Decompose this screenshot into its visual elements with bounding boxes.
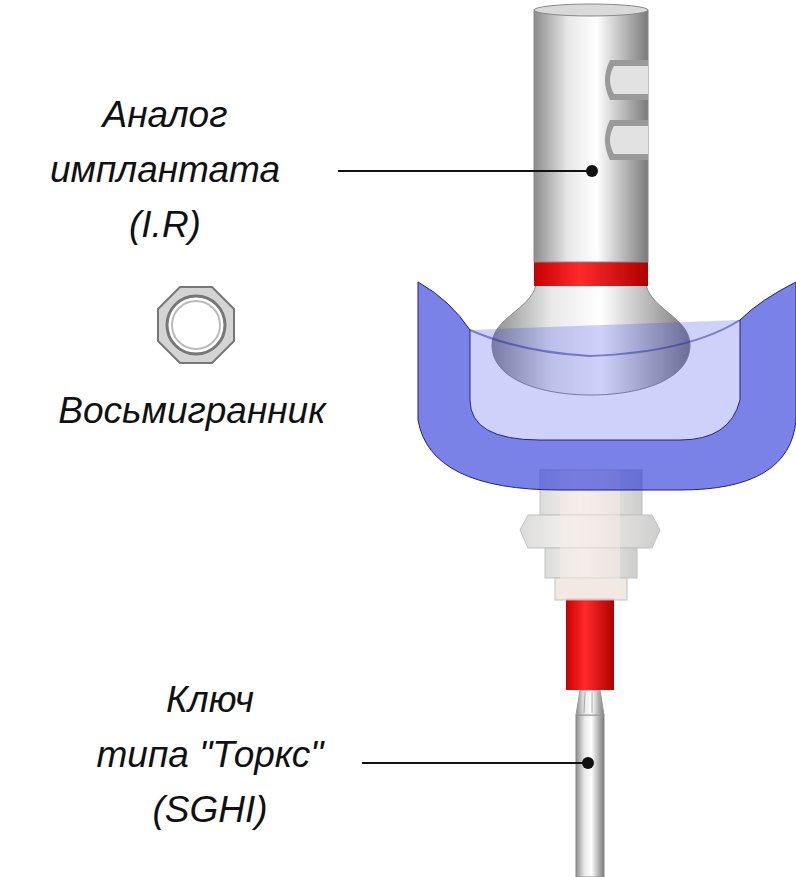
torx-key	[576, 690, 604, 877]
screw-shaft	[566, 598, 614, 690]
part-label: Ключ типа "Торкс" (SGHI)	[97, 672, 324, 837]
octagon-nut-icon	[158, 287, 234, 363]
part-label: Восьмигранник	[58, 383, 325, 438]
leader-line	[362, 757, 594, 769]
part-label: Аналог имплантата (I.R)	[50, 87, 280, 252]
leader-line	[338, 165, 598, 177]
blue-tray	[418, 282, 796, 490]
